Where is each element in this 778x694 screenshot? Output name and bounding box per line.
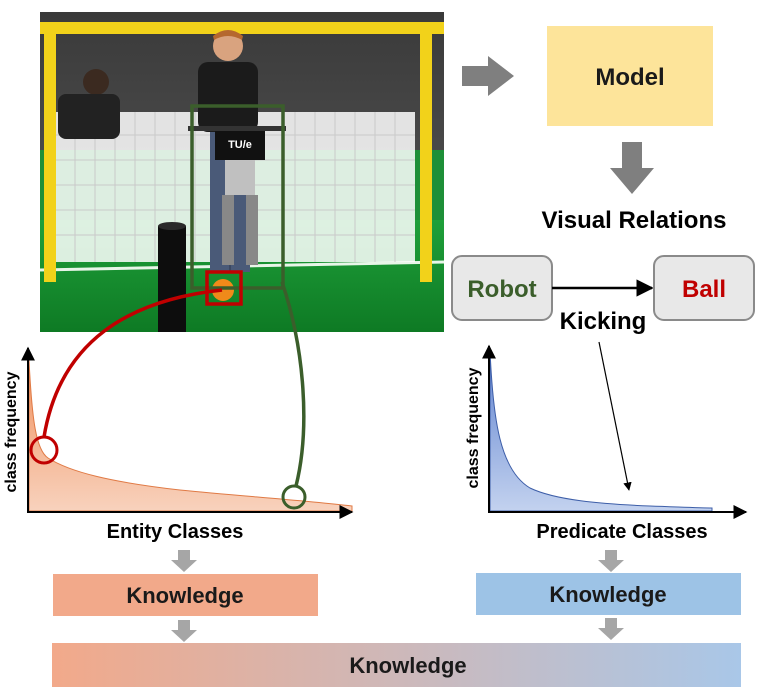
robot-bounding-box bbox=[190, 104, 285, 290]
photo-to-model-arrow bbox=[462, 56, 514, 96]
predicate-distribution-chart bbox=[482, 344, 748, 519]
jersey-text: TU/e bbox=[228, 139, 252, 151]
predicate-ylabel: class frequency bbox=[465, 367, 482, 488]
predicate-knowledge-box bbox=[476, 573, 741, 615]
combined-knowledge-box bbox=[52, 643, 741, 687]
ball-connector bbox=[42, 288, 223, 438]
predicate-knowledge-label: Knowledge bbox=[549, 582, 666, 607]
robot-soccer-photo: TU/e bbox=[39, 12, 445, 332]
model-label: Model bbox=[595, 64, 664, 91]
predicate-distribution-area bbox=[489, 349, 713, 512]
entity-knowledge-label: Knowledge bbox=[126, 583, 243, 608]
model-to-relations-arrow bbox=[610, 142, 654, 194]
entity-xlabel: Entity Classes bbox=[107, 521, 244, 543]
model-box bbox=[547, 26, 713, 126]
robot-connector bbox=[280, 281, 306, 487]
predicate-label: Kicking bbox=[560, 308, 647, 335]
object-box bbox=[653, 255, 755, 321]
subject-label: Robot bbox=[467, 276, 536, 303]
predicate-xlabel: Predicate Classes bbox=[536, 521, 707, 543]
predicate-down-arrow bbox=[598, 550, 624, 572]
predicate-merge-arrow bbox=[598, 618, 624, 640]
entity-down-arrow bbox=[171, 550, 197, 572]
ball-bounding-box bbox=[205, 270, 243, 306]
robot-class-marker bbox=[281, 484, 307, 510]
entity-distribution-chart bbox=[21, 346, 354, 519]
predicate-pointer-arrow bbox=[598, 341, 632, 491]
object-label: Ball bbox=[682, 276, 726, 303]
combined-knowledge-label: Knowledge bbox=[349, 653, 466, 678]
entity-ylabel: class frequency bbox=[3, 371, 20, 492]
entity-knowledge-box bbox=[53, 574, 318, 616]
entity-merge-arrow bbox=[171, 620, 197, 642]
visual-relations-title: Visual Relations bbox=[542, 207, 727, 234]
